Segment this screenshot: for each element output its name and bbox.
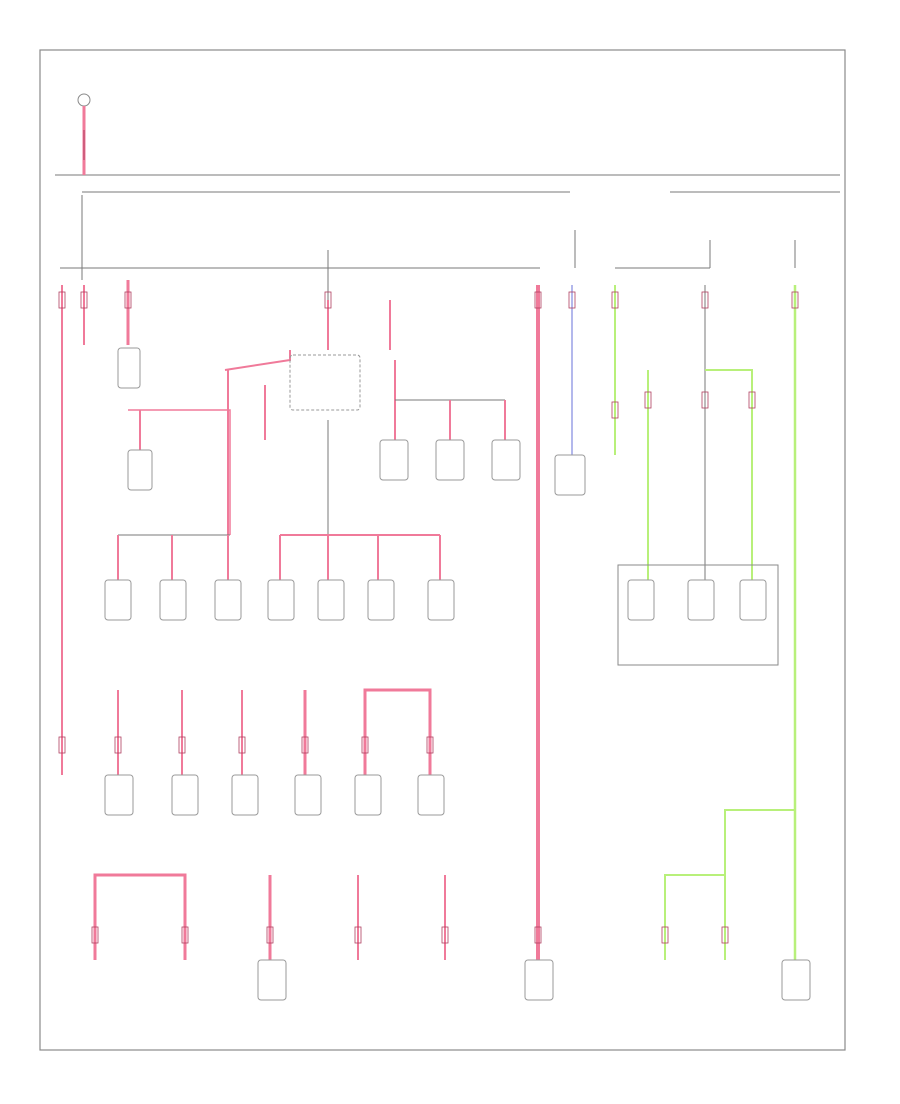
component-layer [104, 347, 811, 1001]
component-box [294, 774, 322, 816]
component-box [781, 959, 811, 1001]
component-box [104, 774, 134, 816]
main-bus [55, 174, 840, 300]
connector-terminal [644, 391, 652, 409]
wire-segment [664, 874, 725, 960]
connector-terminal [611, 401, 619, 419]
wire-segment [363, 688, 432, 775]
component-box [379, 439, 409, 481]
connector-terminal [534, 926, 542, 944]
component-box [354, 774, 382, 816]
component-box [214, 579, 242, 621]
component-box [159, 579, 187, 621]
diagram-frame [39, 49, 846, 1051]
connector-terminal [181, 926, 189, 944]
connector-terminal [721, 926, 729, 944]
connector-terminal [58, 736, 66, 754]
connector-terminal [748, 391, 756, 409]
component-box [435, 439, 465, 481]
connector-terminal [701, 391, 709, 409]
relay-center-box [617, 564, 779, 666]
wire-segment [705, 369, 753, 580]
connector-terminal [568, 291, 576, 309]
component-box [127, 449, 153, 491]
wire-segment [128, 409, 231, 535]
connector-terminal [266, 926, 274, 944]
component-box [554, 454, 586, 496]
component-box [739, 579, 767, 621]
connector-terminal [661, 926, 669, 944]
component-box [257, 959, 287, 1001]
component-box [117, 347, 141, 389]
wire-segment [224, 350, 291, 371]
component-box [417, 774, 445, 816]
wire-segment [724, 809, 795, 960]
component-box [687, 579, 715, 621]
connector-terminal [354, 926, 362, 944]
component-box [289, 354, 361, 411]
component-box [627, 579, 655, 621]
connector-terminal [791, 291, 799, 309]
component-box [524, 959, 554, 1001]
connector-terminal [91, 926, 99, 944]
fuse-layer [58, 291, 799, 944]
battery-source [77, 93, 91, 175]
component-box [367, 579, 395, 621]
component-box [171, 774, 199, 816]
connector-terminal [301, 736, 309, 754]
connector-terminal [426, 736, 434, 754]
wire-segment [93, 873, 187, 960]
component-box [317, 579, 345, 621]
connector-terminal [178, 736, 186, 754]
connector-terminal [58, 291, 66, 309]
component-box [427, 579, 455, 621]
connector-terminal [324, 291, 332, 309]
connector-terminal [441, 926, 449, 944]
component-box [231, 774, 259, 816]
component-box [491, 439, 521, 481]
component-box [104, 579, 132, 621]
connector-terminal [238, 736, 246, 754]
component-box [267, 579, 295, 621]
connector-terminal [361, 736, 369, 754]
connector-terminal [114, 736, 122, 754]
wire-layer [61, 230, 797, 960]
connector-terminal [701, 291, 709, 309]
connector-terminal [80, 291, 88, 309]
connector-terminal [534, 291, 542, 309]
connector-terminal [611, 291, 619, 309]
connector-terminal [124, 291, 132, 309]
